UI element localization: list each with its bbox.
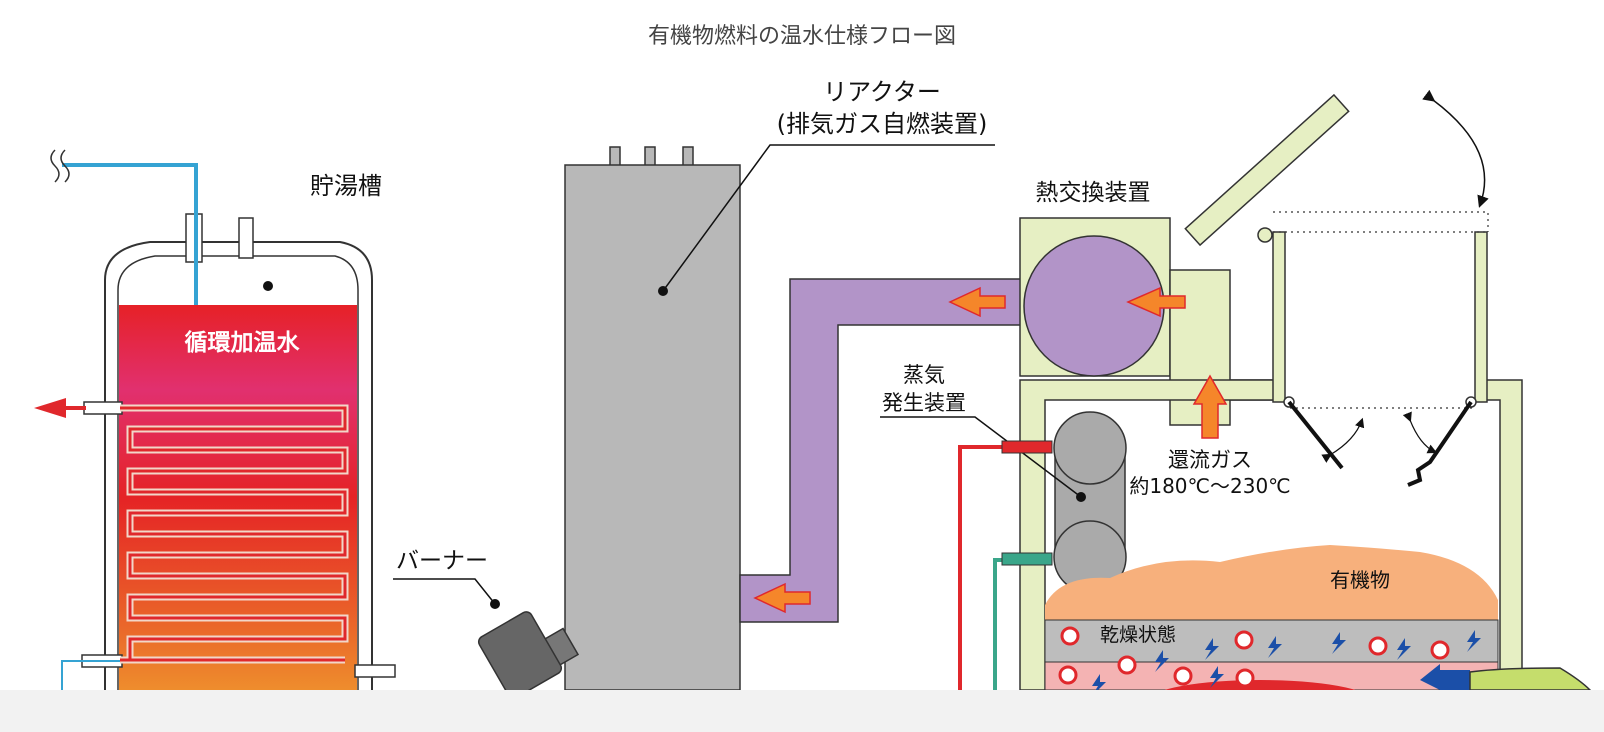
reactor-leader-line <box>662 144 995 292</box>
reactor <box>564 146 741 690</box>
break-mark-icon <box>50 149 70 183</box>
blower-duct <box>1469 667 1592 690</box>
heat-swirl-icon <box>1430 640 1450 660</box>
lightning-icon <box>1332 632 1346 654</box>
flow-arrow-icon <box>948 286 1006 318</box>
blue-lower-pipe <box>61 660 120 690</box>
dry-state-label: 乾燥状態 <box>1100 624 1176 646</box>
storage-tank-label: 貯湯槽 <box>310 172 382 200</box>
lightning-icon <box>1155 650 1169 672</box>
circulating-water-label: 循環加温水 <box>185 329 301 356</box>
heating-coil-core <box>120 406 347 662</box>
steam-red-pipe <box>958 445 1002 690</box>
flow-arrow-icon <box>753 582 811 614</box>
heat-swirl-icon <box>1173 666 1193 686</box>
lightning-icon <box>1268 636 1282 658</box>
organic-material-pile <box>1045 545 1498 620</box>
lightning-icon <box>1397 638 1411 660</box>
heat-swirl-icon <box>1060 626 1080 646</box>
steam-generator <box>1053 411 1127 594</box>
flow-arrow-up-icon <box>1192 374 1228 439</box>
return-gas-temp-label: 約180℃～230℃ <box>1129 474 1290 498</box>
heat-and-lightning-icons <box>1058 626 1481 690</box>
lightning-icon <box>1092 674 1106 690</box>
steam-sub-label: 発生装置 <box>882 391 966 415</box>
heat-swirl-icon <box>1117 655 1137 675</box>
steam-label: 蒸気 <box>903 363 945 387</box>
steam-green-pipe <box>993 558 1002 690</box>
heat-swirl-icon <box>1234 630 1254 650</box>
exhaust-gas-duct <box>739 278 1031 623</box>
flame-area <box>1164 680 1356 690</box>
dry-layer <box>1044 619 1499 663</box>
reactor-sub-label: (排気ガス自燃装置) <box>777 110 988 138</box>
heat-exchanger-label: 熱交換装置 <box>1036 180 1151 206</box>
return-gas-label: 還流ガス <box>1168 448 1252 472</box>
lightning-icon <box>1467 630 1481 652</box>
reactor-label: リアクター <box>823 78 941 106</box>
lightning-icon <box>1205 638 1219 660</box>
heat-swirl-icon <box>1368 636 1388 656</box>
organic-label: 有機物 <box>1330 568 1390 592</box>
lightning-icon <box>1210 666 1224 688</box>
diagram-title: 有機物燃料の温水仕様フロー図 <box>647 24 956 49</box>
bottom-bar <box>0 690 1604 732</box>
blue-inlet-pipe <box>62 163 198 305</box>
heat-swirl-icon <box>1235 668 1255 688</box>
heat-exchanger <box>1019 217 1523 690</box>
burner-label: バーナー <box>396 548 488 574</box>
steam-leader-line <box>880 416 1082 498</box>
hot-water-outlet-arrow <box>34 398 86 418</box>
flow-arrow-icon <box>1126 286 1186 318</box>
heat-swirl-icon <box>1058 665 1078 685</box>
burner-leader-line <box>393 578 496 605</box>
burner <box>477 611 580 690</box>
blue-arrow-icon <box>1420 664 1470 690</box>
flow-diagram: リアクター (排気ガス自燃装置) 貯湯槽 熱交換装置 循環加温水 蒸気 発生装置… <box>34 78 1592 690</box>
hopper-lid <box>1184 89 1489 487</box>
